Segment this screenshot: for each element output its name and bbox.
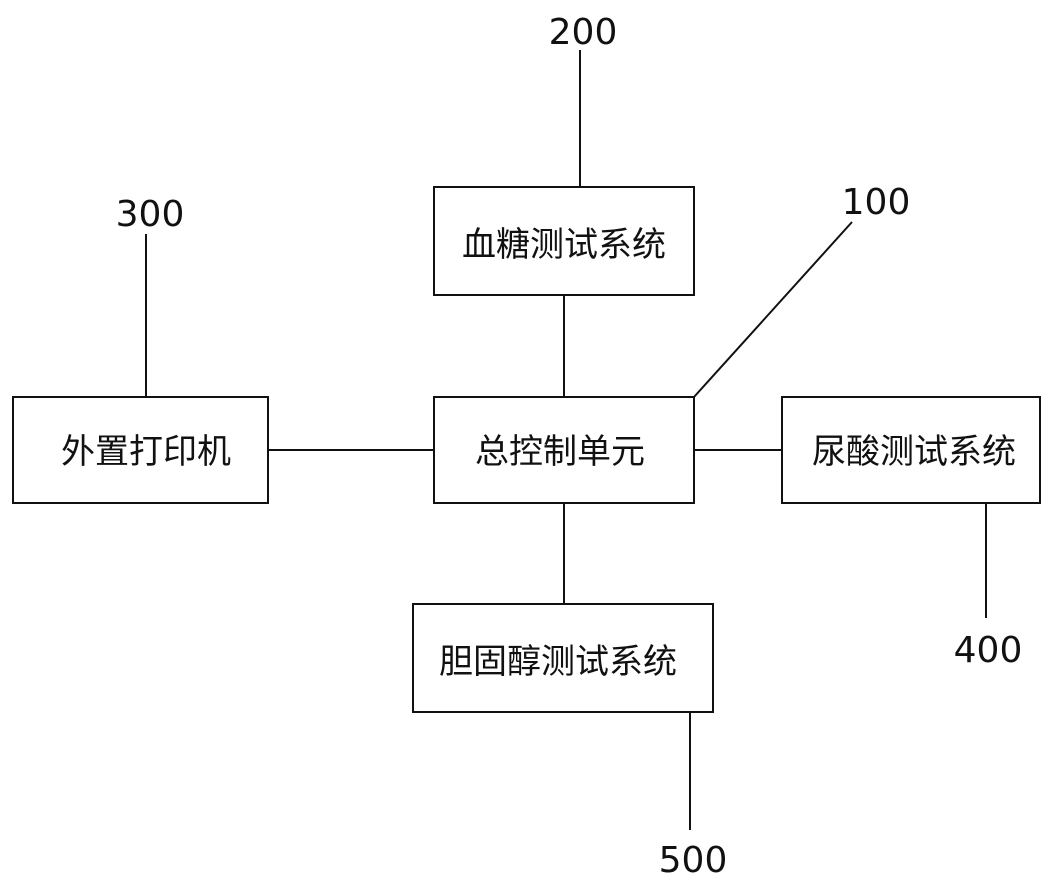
ref-label-500: 500	[659, 840, 728, 881]
ref-label-300: 300	[116, 194, 185, 235]
block-cholesterol-label: 胆固醇测试系统	[439, 642, 677, 682]
block-uric-acid: 尿酸测试系统	[781, 396, 1041, 504]
block-printer-frame	[12, 396, 269, 504]
block-uric-acid-frame	[781, 396, 1041, 504]
leader-100	[693, 221, 853, 398]
ref-label-200: 200	[549, 12, 618, 53]
block-printer: 外置打印机	[12, 396, 269, 504]
block-control-unit-frame	[433, 396, 695, 504]
block-control-unit: 总控制单元	[433, 396, 695, 504]
block-cholesterol-frame	[412, 603, 714, 713]
block-cholesterol: 胆固醇测试系统	[412, 603, 714, 713]
block-blood-glucose: 血糖测试系统	[433, 186, 695, 296]
block-blood-glucose-frame	[433, 186, 695, 296]
block-blood-glucose-label: 血糖测试系统	[462, 225, 666, 265]
ref-label-100: 100	[842, 182, 911, 223]
ref-label-400: 400	[954, 630, 1023, 671]
block-printer-label: 外置打印机	[61, 432, 231, 472]
block-uric-acid-label: 尿酸测试系统	[812, 432, 1016, 472]
block-control-unit-label: 总控制单元	[475, 432, 645, 472]
